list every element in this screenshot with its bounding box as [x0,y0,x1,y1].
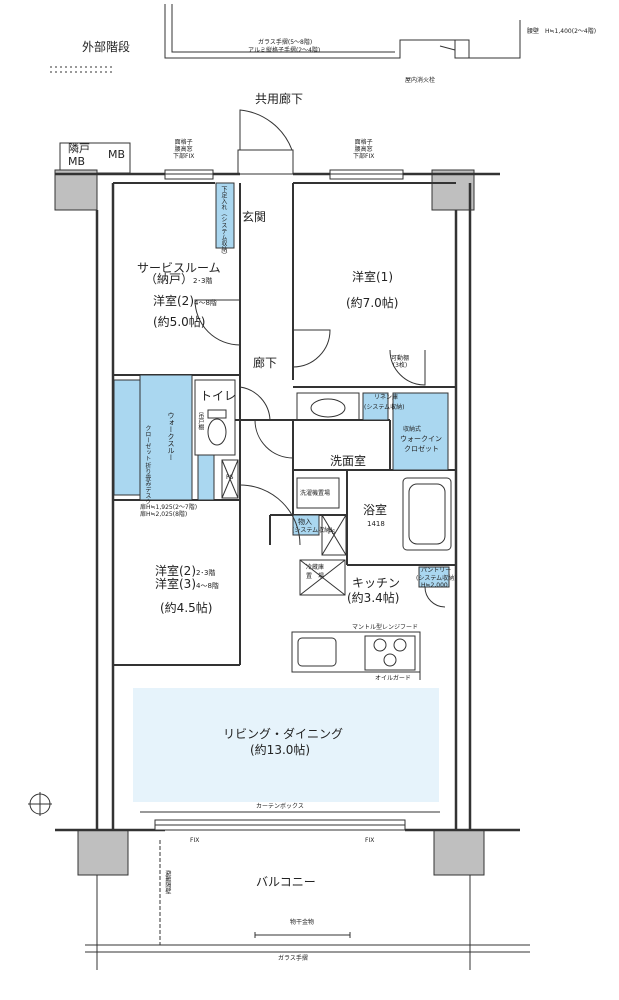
balcony-label: バルコニー [256,875,316,889]
alum-rail-label: アルミ縦格子手摺(2～4階) [248,47,321,54]
entrance-door-swing [237,109,294,175]
ps-label-2: PS [328,529,336,536]
kitchen-counter [291,631,421,680]
hallway-label: 廊下 [253,356,278,370]
window-right-label: 面格子腰高窓下部FIX [353,139,375,160]
western23b-label: 洋室(3)4～8階 [155,577,219,591]
movable-shelf-label: 可動棚(3枚) [391,355,410,369]
drying-label: 物干金物 [290,919,315,926]
western23a-label: 洋室(2)2･3階 [155,564,216,578]
pantry-sub-label: (システム収納) [416,575,457,582]
toilet-fixture [194,379,236,456]
storage-label: 物入 [298,518,312,526]
entrance-label: 玄関 [242,210,267,224]
linen-label: リネン庫 [374,394,399,401]
top-railing [164,4,521,59]
linen-sub-label: (システム収納) [364,404,405,411]
fridge2-label: 置 場 [306,573,325,580]
compass [28,792,52,816]
shoe-storage-label: 下足入れ（システム収納） [219,186,227,258]
door-swings [194,299,446,608]
fridge-label: 冷蔵庫 [306,564,325,571]
laundry-label: 洗濯機置場 [300,490,331,497]
western2-size: (約5.0帖) [153,315,206,329]
glass-rail-label: ガラス手摺(5～8階) [258,39,313,46]
storage-areas [113,182,450,588]
western2-label: 洋室(2)4～8階 [153,294,217,308]
top-windows [164,169,404,180]
partition-label: 避難隔壁 [163,870,171,894]
glass-rail-bottom-label: ガラス手摺 [278,955,308,962]
walkin-pre-label: 収納式 [403,426,422,433]
service-room-label: サービスルーム [137,261,221,275]
external-stairs-hatch [50,66,115,73]
washbasin [296,392,360,509]
living-window [140,811,440,831]
living-label: リビング・ダイニング [223,727,344,741]
neighbor-door-label: 隣戸 [68,142,90,155]
walls [55,172,520,832]
kitchen-label: キッチン [352,576,401,590]
balcony-outline [85,840,530,970]
walkin2-label: クロゼット [404,445,439,453]
ps-boxes [221,459,347,596]
living-dining-area [133,688,439,802]
window-left-label: 面格子腰高窓下部FIX [173,139,195,160]
walkin-label: ウォークイン [400,435,442,443]
ps-label-1: PS [226,474,234,481]
bathtub [402,477,452,551]
door-height-1: 扉H≒1,925(2～7階) [140,504,198,511]
mb-right-label: MB [108,148,126,161]
external-stairs-label: 外部階段 [82,40,131,54]
walk-through-label: ウォークスルー [167,412,176,461]
storage-sub-label: (システム収納) [292,527,333,534]
western23-size: (約4.5帖) [160,601,213,615]
fix-right-label: FIX [365,837,375,844]
oil-guard-label: オイルガード [375,675,411,682]
western1-label: 洋室(1) [352,270,393,284]
fire-hydrant-label: 屋内消火栓 [405,77,436,84]
storeroom-label: （納戸）2･3階 [145,272,213,286]
pantry-label: パントリー [421,567,452,574]
mb-left-label: MB [68,155,86,168]
western1-size: (約7.0帖) [346,296,399,310]
fix-left-label: FIX [190,837,200,844]
door-height-2: 扉H≒2,025(8階) [140,511,188,518]
bathroom-size: 1418 [367,520,385,528]
neighbor-mb-box [59,142,131,174]
toilet-storage-label: 吊戸棚 [196,412,204,430]
toilet-label: トイレ [200,389,237,403]
pantry-height-label: H≒2,000 [421,582,448,589]
living-size: (約13.0帖) [250,743,311,757]
closet-folding-label: クローゼット 折り畳みデスク [143,425,151,505]
range-hood-label: マントル型レンジフード [352,624,419,631]
curtain-box-label: カーテンボックス [256,803,304,810]
kitchen-size: (約3.4帖) [347,591,400,605]
bathroom-label: 浴室 [363,503,388,517]
common-corridor-label: 共用廊下 [255,92,304,106]
wall-height-label: 腰壁 H≒1,400(2～4階) [527,28,597,35]
washroom-label: 洗面室 [330,454,367,468]
